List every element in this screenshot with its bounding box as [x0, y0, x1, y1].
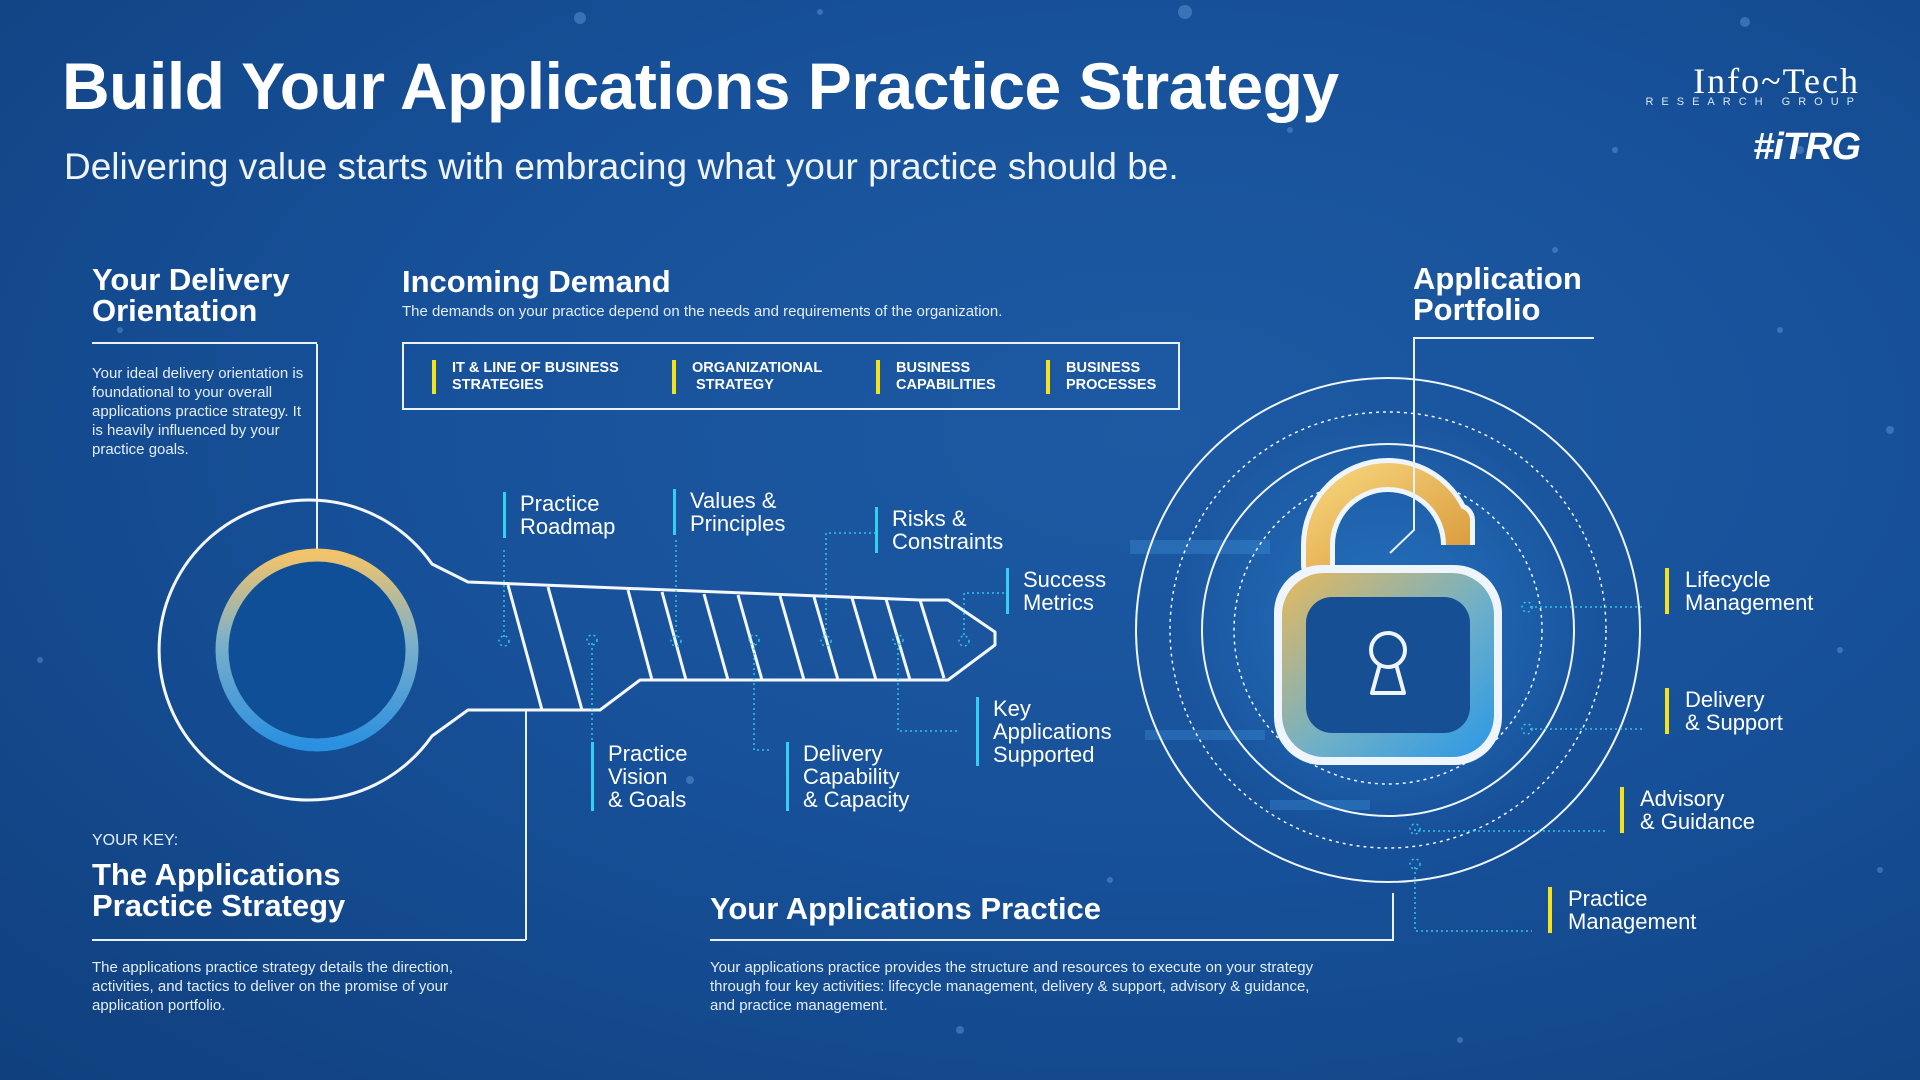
application-portfolio-heading: Application Portfolio — [1413, 261, 1582, 327]
brand-hashtag: #iTRG — [1753, 126, 1861, 168]
your-key-eyebrow: YOUR KEY: — [92, 832, 179, 849]
page-title: Build Your Applications Practice Strateg… — [62, 49, 1339, 123]
delivery-orientation-heading: Your Delivery Orientation — [92, 262, 290, 328]
your-practice-heading: Your Applications Practice — [710, 891, 1102, 926]
delivery-orientation-text: Your ideal delivery orientation is found… — [92, 365, 304, 458]
key-threads — [506, 584, 946, 711]
activity-delivery-support: Delivery& Support — [1665, 688, 1783, 734]
your-practice-text: Your applications practice provides the … — [710, 959, 1314, 1014]
incoming-demand-text: The demands on your practice depend on t… — [402, 303, 1003, 320]
brand-logo-sub: RESEARCH GROUP — [1645, 96, 1862, 108]
background-sparkles — [37, 5, 1894, 1043]
page-subtitle: Delivering value starts with embracing w… — [64, 146, 1179, 187]
activity-advisory-guidance: Advisory& Guidance — [1620, 787, 1755, 833]
your-key-text: The applications practice strategy detai… — [92, 959, 454, 1014]
label-values-principles: Values &Principles — [673, 489, 785, 535]
your-key-title: The Applications Practice Strategy — [92, 857, 346, 923]
brand-logo: Info~Tech — [1693, 61, 1860, 101]
incoming-demand-heading: Incoming Demand — [402, 264, 671, 299]
label-risks-constraints: Risks &Constraints — [875, 507, 1003, 553]
